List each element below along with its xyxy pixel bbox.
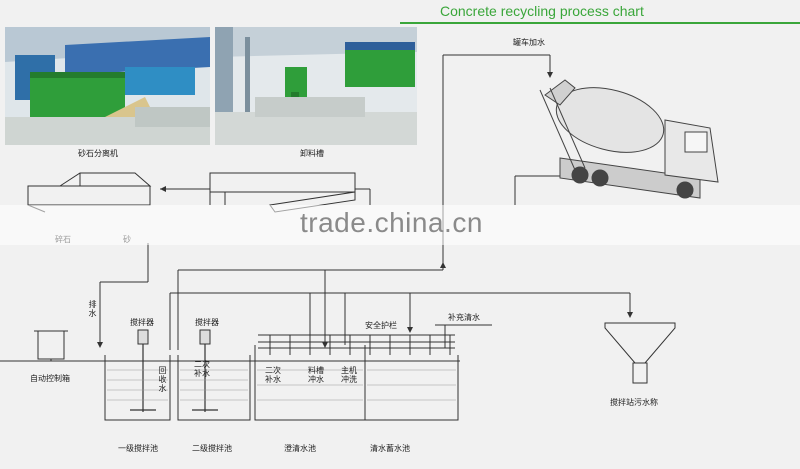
supplement-water-label: 补充清水	[448, 313, 480, 322]
tank-2-label: 二级搅拌池	[192, 444, 232, 453]
storage-tank-label: 清水蓄水池	[370, 444, 410, 453]
trough-flush-label: 料槽冲水	[308, 366, 324, 384]
watermark-band: trade.china.cn	[0, 205, 800, 245]
separator-caption: 砂石分离机	[78, 149, 118, 158]
clear-tank-label: 澄清水池	[284, 444, 316, 453]
trough-outline	[209, 172, 356, 193]
tank-1-label: 一级搅拌池	[118, 444, 158, 453]
secondary-water-2-label: 二次补水	[265, 366, 281, 384]
flow-arrows	[97, 72, 633, 348]
separator-outline	[27, 185, 151, 206]
control-box-outline	[37, 330, 65, 360]
tank-2-outline	[177, 355, 251, 421]
separator-hood	[58, 172, 152, 187]
watermark-text: trade.china.cn	[300, 207, 483, 238]
storage-tank-outline	[364, 355, 459, 421]
sewage-scale-hopper	[604, 322, 676, 364]
trough-caption: 卸料槽	[300, 149, 324, 158]
unloading-trough-photo	[215, 27, 417, 145]
main-wash-label: 主机冲洗	[341, 366, 357, 384]
mixer-truck-water-label: 罐车加水	[513, 38, 545, 47]
control-box-label: 自动控制箱	[30, 374, 70, 383]
stirrer-1-motor	[137, 329, 149, 345]
recovery-water-label: 回收水	[158, 366, 167, 393]
drain-water-label: 排水	[88, 300, 97, 318]
mixer-truck	[539, 79, 719, 199]
tank-1-outline	[104, 355, 171, 421]
stirrer-2-motor	[199, 329, 211, 345]
sewage-scale-label: 搅拌站污水称	[610, 398, 658, 407]
guardrail-label: 安全护栏	[365, 321, 397, 330]
title-underline	[400, 22, 800, 24]
stirrer-1-label: 搅拌器	[130, 318, 154, 327]
chart-title: Concrete recycling process chart	[440, 3, 644, 19]
separator-photo	[5, 27, 210, 145]
guardrail-posts	[269, 335, 451, 355]
secondary-water-1-label: 二次补水	[194, 360, 210, 378]
stirrer-2-label: 搅拌器	[195, 318, 219, 327]
